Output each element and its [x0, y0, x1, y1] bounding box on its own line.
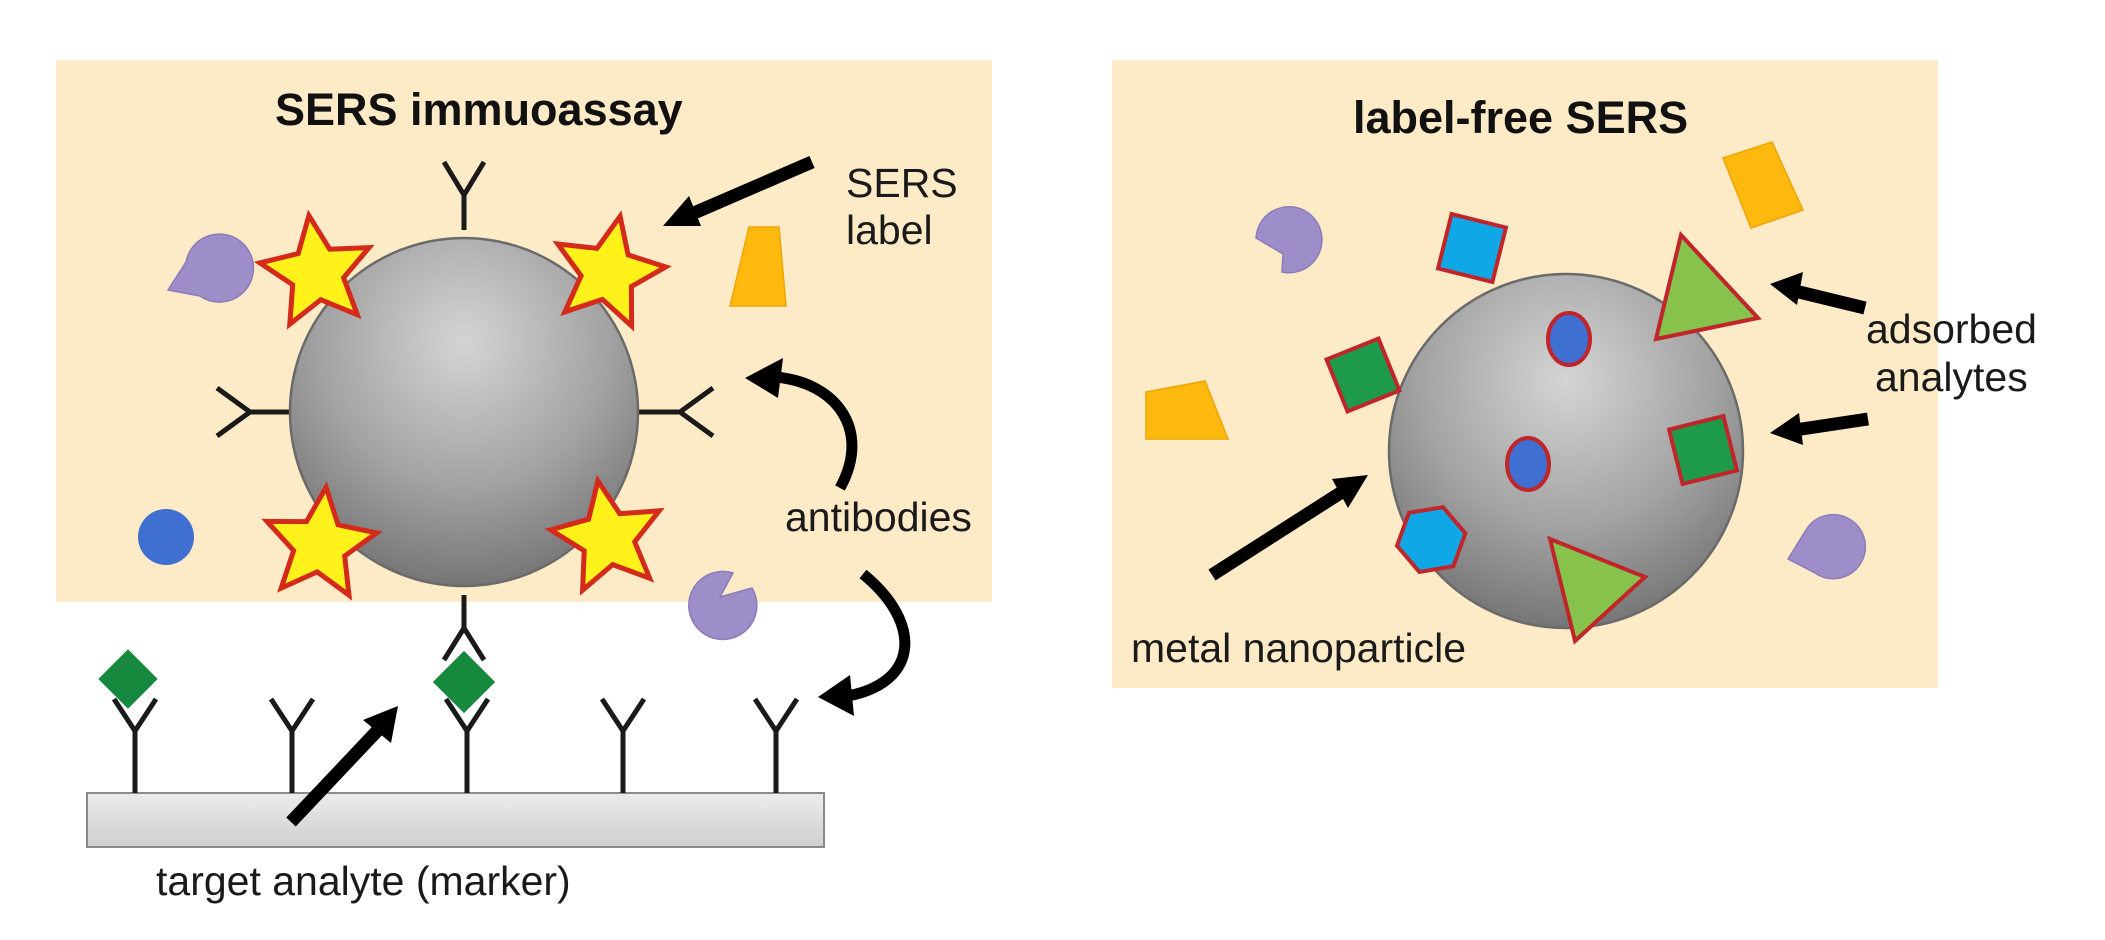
adsorbed-analyte-blue-dot-2: [1505, 436, 1551, 492]
surface-antibody-4: [602, 699, 644, 793]
particle-antibody-left-icon: [215, 385, 255, 439]
adsorbed-analyte-lime-triangle-1: [1653, 230, 1762, 342]
adsorbed-analyte-green-square-2: [1666, 413, 1740, 487]
particle-antibody-top-icon: [441, 160, 487, 200]
target-analyte-label: target analyte (marker): [156, 858, 571, 904]
right-panel: [1112, 60, 1938, 688]
sers-label-line-1: SERS: [846, 160, 958, 206]
metal-nanoparticle-arrow-icon: [1208, 484, 1349, 581]
target-analyte-arrow-icon: [286, 725, 383, 827]
target-analyte-arrow-head: [363, 706, 398, 743]
adsorbed-arrow-upper-icon: [1793, 284, 1867, 315]
surface-antibody-5: [755, 699, 797, 793]
sers-label-star-icon-2: [552, 210, 672, 332]
metal-nanoparticle-arrow-head: [1332, 475, 1368, 508]
antibody-curved-arrow-upper-head: [745, 358, 783, 398]
substrate: [86, 792, 825, 848]
adsorbed-analyte-lime-triangle-2: [1547, 535, 1649, 645]
sers-labels: [253, 209, 672, 601]
sers-label-arrow-head: [663, 196, 701, 226]
target-analyte-diamond-2: [432, 650, 496, 714]
particle-antibody-bottom-icon: [441, 623, 487, 662]
sers-label-arrow-icon: [691, 156, 815, 219]
right-panel-title: label-free SERS: [1353, 92, 1689, 143]
surface-antibody-2: [271, 699, 313, 793]
particle-antibody-right-icon: [675, 385, 715, 439]
target-analyte-diamond-1: [98, 649, 158, 709]
antibody-curved-arrow-upper-icon: [774, 371, 858, 491]
free-analyte-pacman-2: [688, 570, 758, 641]
surface-antibody-1: [114, 699, 156, 793]
adsorbed-arrow-lower-head: [1770, 413, 1803, 445]
surface-antibody-3: [446, 699, 488, 793]
adsorbed-analyte-blue-dot-1: [1546, 311, 1592, 367]
adsorbed-arrow-lower-icon: [1794, 412, 1869, 437]
free-analyte-orange-trapezoid-3: [1145, 380, 1230, 440]
antibodies-label: antibodies: [785, 494, 972, 540]
adsorbed-analyte-green-square-1: [1323, 335, 1403, 415]
antibody-curved-arrow-lower-icon: [846, 569, 911, 702]
free-analyte-orange-trapezoid-2: [1722, 141, 1805, 229]
free-analyte-trapezoid-1: [729, 226, 787, 307]
sers-label-line-2: label: [846, 207, 933, 253]
adsorbed-analytes-line-2: analytes: [1875, 354, 2028, 400]
adsorbed-arrow-upper-head: [1770, 272, 1803, 305]
free-analyte-pacman-1: [166, 233, 255, 303]
sers-label-star-icon-3: [261, 481, 383, 601]
free-analyte-pacman-4: [1786, 513, 1867, 580]
left-panel-title: SERS immuoassay: [275, 84, 683, 135]
free-analyte-pacman-3: [1255, 206, 1323, 274]
nanoparticle-sphere-icon: [288, 236, 640, 588]
free-analyte-blue-dot-1: [138, 509, 194, 565]
adsorbed-analyte-cyan-hexagon: [1394, 504, 1468, 575]
metal-nanoparticle-label: metal nanoparticle: [1131, 625, 1467, 671]
metal-nanoparticle-sphere-icon: [1387, 272, 1745, 630]
sers-label-star-icon-1: [253, 209, 375, 330]
adsorbed-analyte-cyan-square: [1435, 211, 1509, 285]
left-panel: [56, 60, 992, 848]
adsorbed-analytes-line-1: adsorbed: [1866, 306, 2037, 352]
sers-label-star-icon-4: [544, 474, 665, 596]
antibody-curved-arrow-lower-head: [818, 675, 854, 716]
